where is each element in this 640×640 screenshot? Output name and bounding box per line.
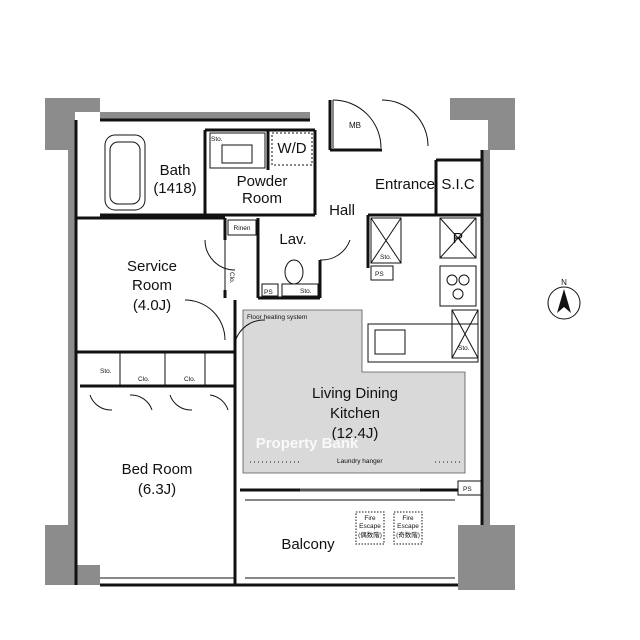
fire-escape-1-l3: (偶数階) [358, 530, 382, 539]
clo-label-service: Clo. [228, 272, 235, 284]
column-bottom-right [458, 525, 515, 590]
column-top-right [450, 98, 515, 150]
living-size: (12.4J) [332, 425, 379, 442]
wall-top-band [100, 112, 310, 120]
annotations: Floor heating system Laundry hanger Sto.… [100, 136, 472, 539]
living-label: Living Dining [312, 385, 398, 402]
living-label-2: Kitchen [330, 405, 380, 422]
refrigerator-label: R [453, 230, 464, 247]
bath-label: Bath [160, 162, 191, 179]
sto-label-kitchen: Sto. [458, 345, 470, 352]
fire-escape-2-l1: Fire [402, 515, 414, 522]
powder-room-label-2: Room [242, 190, 282, 207]
compass: N [547, 278, 581, 320]
bath-size-label: (1418) [153, 180, 196, 197]
wd-label: W/D [277, 140, 306, 157]
laundry-hanger-label: Laundry hanger [337, 458, 383, 465]
compass-north-label: N [561, 278, 567, 287]
ps-label-lav: PS [264, 289, 273, 296]
hall-label: Hall [329, 202, 355, 219]
bedroom-size: (6.3J) [138, 481, 176, 498]
powder-room-label: Powder [237, 173, 288, 190]
clo-label-2: Clo. [184, 376, 196, 383]
sic-label: S.I.C [441, 176, 475, 193]
door-swings [89, 99, 429, 411]
fire-escape-1-l1: Fire [364, 515, 376, 522]
ps-label-entrance: PS [375, 271, 384, 278]
entrance-label: Entrance [375, 176, 435, 193]
fire-escape-2-l3: (奇数階) [396, 530, 420, 539]
sto-label-entrance: Sto. [380, 254, 392, 261]
sto-label-powder: Sto. [211, 136, 223, 143]
room-labels: Bath (1418) Powder Room W/D Hall MB Entr… [122, 121, 475, 553]
detail-lines [100, 132, 483, 579]
service-room-label-2: Room [132, 277, 172, 294]
lav-label: Lav. [279, 231, 306, 248]
column-top-left [45, 98, 100, 150]
mb-label: MB [349, 121, 361, 130]
column-bottom-left [45, 525, 100, 585]
floor-heating-area [242, 309, 466, 474]
ps-label-balcony: PS [463, 486, 472, 493]
north-arrow-icon [557, 289, 571, 313]
service-room-label: Service [127, 258, 177, 275]
sto-label-lav: Sto. [300, 288, 312, 295]
fire-escape-2-l2: Escape [397, 523, 419, 530]
wall-left-band [68, 150, 76, 525]
compass-circle [547, 286, 581, 320]
bedroom-label: Bed Room [122, 461, 193, 478]
service-room-size: (4.0J) [133, 297, 171, 314]
watermark: Property Bank [256, 435, 359, 452]
sto-label-bedroom: Sto. [100, 368, 112, 375]
fire-escape-1-l2: Escape [359, 523, 381, 530]
rinen-label: Rinen [234, 225, 251, 232]
floor-heating-label: Floor heating system [247, 314, 307, 321]
interior-walls [74, 100, 484, 587]
structural-columns [45, 98, 515, 590]
wall-right-band [482, 150, 490, 525]
clo-label-1: Clo. [138, 376, 150, 383]
balcony-label: Balcony [281, 536, 335, 553]
